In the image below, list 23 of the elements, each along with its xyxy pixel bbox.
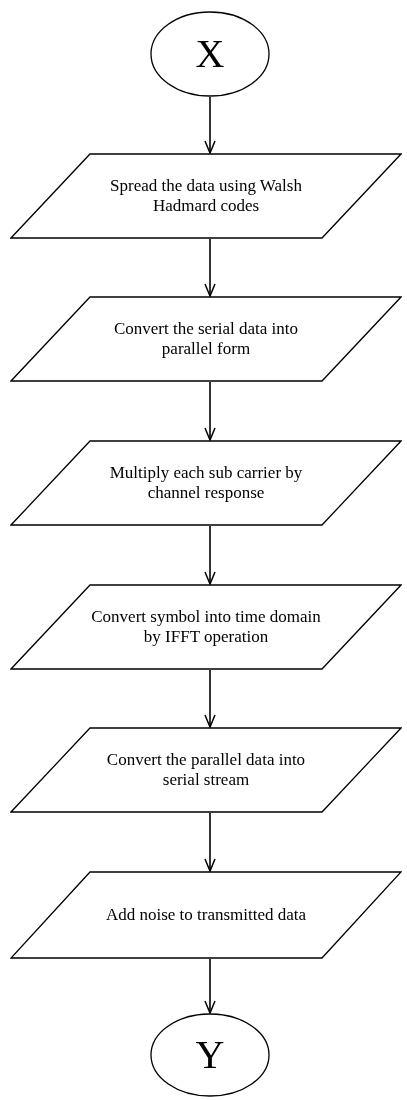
arrow [204,812,216,872]
step-text: Convert the parallel data into serial stream [105,749,307,791]
terminal-label: Y [195,1035,225,1075]
process-parallelogram [10,440,402,526]
arrow [204,958,216,1014]
step-text: Convert symbol into time domain by IFFT operation [90,606,322,648]
process-parallelogram [10,727,402,813]
arrow [204,238,216,297]
process-parallelogram [10,871,402,959]
arrow [204,381,216,441]
arrow [204,96,216,154]
arrow [204,669,216,728]
terminal-label: X [195,34,225,74]
terminal-ellipse [150,11,270,97]
process-parallelogram [10,296,402,382]
step-text: Convert the serial data into parallel form [112,318,300,360]
terminal-ellipse [150,1013,270,1097]
step-text: Add noise to transmitted data [104,904,308,926]
step-text: Spread the data using Walsh Hadmard codes [109,175,303,217]
process-parallelogram [10,584,402,670]
arrow [204,525,216,585]
step-text: Multiply each sub carrier by channel response [108,462,304,504]
process-parallelogram [10,153,402,239]
